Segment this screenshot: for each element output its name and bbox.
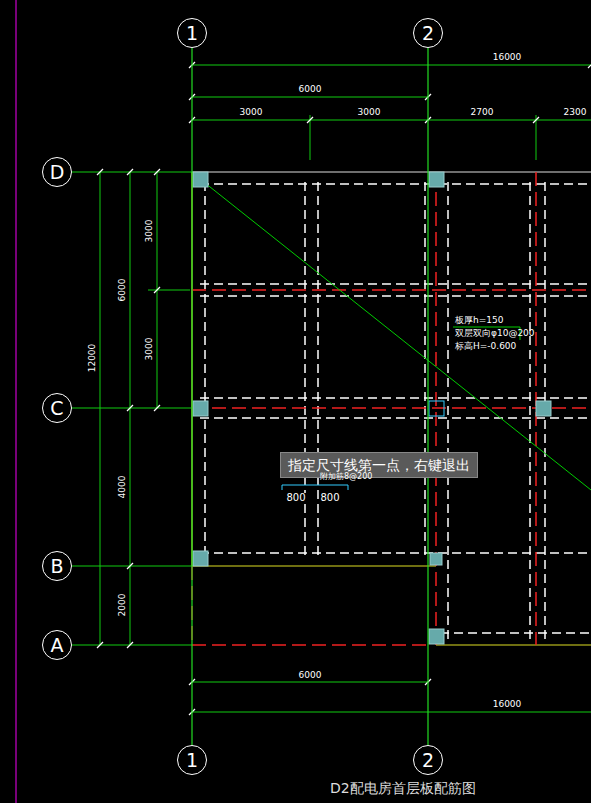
node-text: D (50, 163, 65, 182)
node-text: 1 (186, 24, 198, 43)
rebar-line (204, 182, 206, 560)
dimension-text: 2300 (563, 108, 588, 117)
rebar-line (529, 182, 531, 560)
dimension-text: 3000 (145, 219, 154, 244)
grid-axis-bubble: C (42, 393, 72, 423)
node-text: A (51, 636, 64, 655)
node-text: 指定尺寸线第一点，右键退出 (288, 457, 470, 473)
dimension-text: 6000 (118, 278, 127, 303)
rebar-line (200, 417, 591, 419)
rebar-line (200, 397, 591, 399)
slab-note: 板厚h=150 (455, 316, 503, 325)
dimension-text: 16000 (492, 700, 523, 709)
grid-axis-bubble: 2 (413, 745, 443, 775)
dimension-text: 3000 (357, 108, 382, 117)
dimension-text: 12000 (88, 343, 97, 374)
rebar-line (529, 560, 531, 640)
dimension-text: 2000 (118, 593, 127, 618)
rebar-line (192, 407, 591, 409)
leader-line (453, 327, 520, 328)
node-text: 1 (186, 751, 198, 770)
node-text: 2 (422, 24, 434, 43)
columns (193, 172, 551, 644)
grid-axis-bubble: 1 (177, 745, 207, 775)
rebar-line (200, 552, 591, 554)
dimension-text: 2700 (470, 108, 495, 117)
node-text: B (50, 557, 63, 576)
grid-axis-bubble: D (42, 157, 72, 187)
rebar-line (192, 171, 591, 172)
rebar-line (317, 182, 319, 560)
rebar-line (424, 182, 426, 560)
slab-note: 标高H=-0.600 (455, 342, 516, 351)
rebar-callout: 附加筋8@200 (320, 473, 372, 481)
rebar-callout: 800 (319, 493, 340, 503)
dimension-text: 4000 (118, 475, 127, 500)
node-text: C (50, 399, 63, 418)
grid-line (427, 48, 428, 745)
rebar-line (436, 644, 591, 645)
rebar-line (544, 182, 546, 560)
rebar-line (200, 295, 591, 297)
dimension-text: 3000 (145, 337, 154, 362)
dimension-text: 16000 (492, 53, 523, 62)
dimension-text: 6000 (298, 85, 323, 94)
node-text: 2 (422, 751, 434, 770)
rebar-line (192, 644, 428, 646)
rebar-line (447, 182, 449, 560)
grid-axis-bubble: 2 (413, 18, 443, 48)
drawing-title: D2配电房首层板配筋图 (330, 780, 476, 798)
rebar-line (435, 172, 437, 645)
dimension-ticks (97, 62, 591, 715)
frame-line (15, 0, 16, 803)
grid-axis-bubble: A (42, 630, 72, 660)
grid-axis-bubble: B (42, 551, 72, 581)
rebar-bracket (282, 485, 348, 490)
grid-axis-bubble: 1 (177, 18, 207, 48)
dimension-text: 6000 (298, 671, 323, 680)
rebar-callout: 800 (285, 493, 306, 503)
dimension-text: 3000 (239, 108, 264, 117)
rebar-line (544, 560, 546, 640)
command-tooltip: 指定尺寸线第一点，右键退出 (280, 452, 478, 478)
slab-note: 双层双向φ10@200 (455, 329, 535, 338)
rebar-line (447, 560, 449, 640)
rebar-line (192, 289, 591, 291)
rebar-line (200, 183, 591, 185)
rebar-lines (192, 172, 591, 645)
dimension-lines (72, 65, 591, 712)
grid-line (191, 48, 192, 745)
diagonal-line (195, 175, 591, 490)
rebar-line (192, 565, 436, 566)
rebar-line (200, 283, 591, 285)
rebar-line (304, 182, 306, 560)
rebar-line (440, 632, 591, 634)
